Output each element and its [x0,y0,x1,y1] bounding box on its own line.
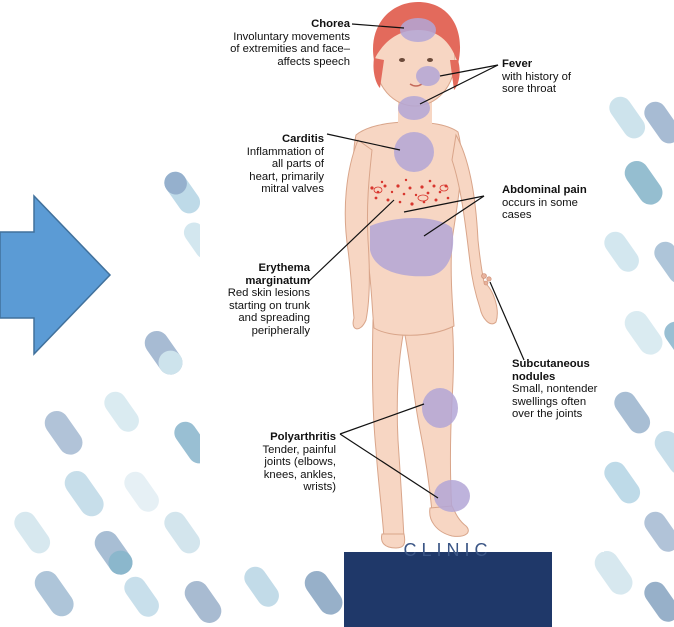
label-erythema-title: Erythema marginatum [206,262,310,287]
heart-affected-area [394,132,434,172]
knee-affected-area [422,388,458,428]
label-abdominal-pain-desc: occurs in some cases [502,197,602,222]
label-erythema-desc: Red skin lesions starting on trunk and s… [206,287,310,337]
throat-affected-area [416,66,440,86]
label-fever-title: Fever [502,58,602,71]
right-arrow-shape [0,196,110,354]
label-fever: Fever with history of sore throat [502,58,602,96]
label-erythema-marginatum: Erythema marginatum Red skin lesions sta… [206,262,310,338]
label-fever-desc: with history of sore throat [502,71,602,96]
label-chorea-desc: Involuntary movements of extremities and… [206,31,350,69]
label-polyarthritis-desc: Tender, painful joints (elbows, knees, a… [226,444,336,494]
label-subcutaneous-nodules: Subcutaneous nodules Small, nontender sw… [512,358,604,421]
footer-panel [344,552,552,627]
label-carditis-desc: Inflammation of all parts of heart, prim… [212,146,324,196]
label-polyarthritis: Polyarthritis Tender, painful joints (el… [226,431,336,494]
ankle-affected-area [434,480,470,512]
label-chorea-title: Chorea [206,18,350,31]
footer-partial-text: CLINIC [344,540,552,561]
label-nodules-title: Subcutaneous nodules [512,358,604,383]
label-abdominal-pain-title: Abdominal pain [502,184,602,197]
brain-affected-area [400,18,436,42]
label-polyarthritis-title: Polyarthritis [226,431,336,444]
label-abdominal-pain: Abdominal pain occurs in some cases [502,184,602,222]
label-nodules-desc: Small, nontender swellings often over th… [512,383,604,421]
label-carditis-title: Carditis [212,133,324,146]
label-carditis: Carditis Inflammation of all parts of he… [212,133,324,196]
label-chorea: Chorea Involuntary movements of extremit… [206,18,350,68]
